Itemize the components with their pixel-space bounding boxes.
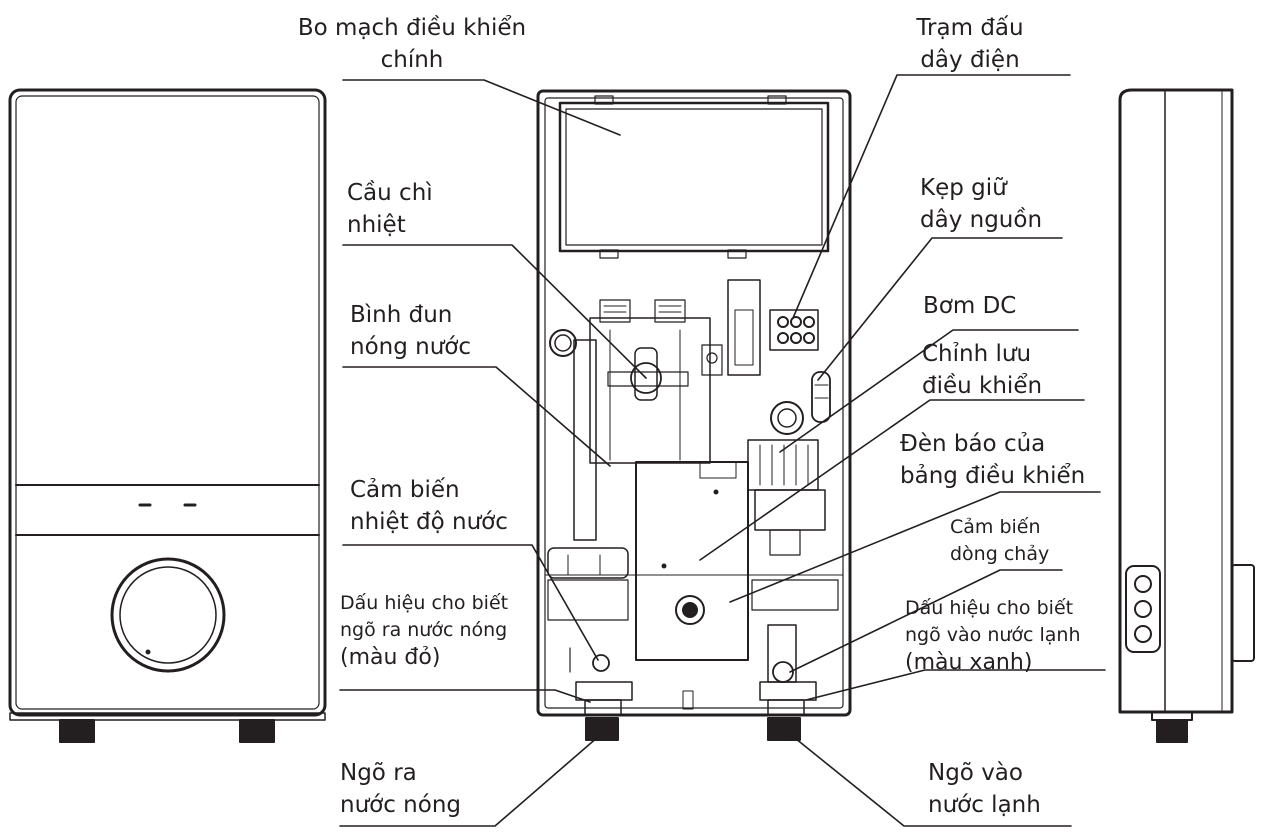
label-line: bảng điều khiển [900, 463, 1086, 489]
label-line: nóng nước [350, 334, 472, 360]
label-line: dòng chảy [950, 543, 1050, 565]
label-line: Bình đun [350, 302, 453, 328]
label-panel-indicator: Đèn báo của bảng điều khiển [900, 428, 1085, 492]
label-line: ngõ ra nước nóng [340, 619, 508, 641]
label-line: Ngõ vào [928, 760, 1023, 786]
label-terminal-block: Trạm đấu dây điện [900, 12, 1040, 76]
label-line: Chỉnh lưu [922, 341, 1032, 367]
label-line: chính [380, 47, 444, 73]
label-line: Đèn báo của [900, 431, 1046, 457]
label-line: Cầu chì [347, 180, 433, 206]
label-water-temp-sensor: Cảm biến nhiệt độ nước [350, 474, 508, 538]
label-line: (màu đỏ) [340, 645, 441, 670]
label-line: Cảm biến [350, 477, 460, 503]
label-dc-pump: Bơm DC [923, 290, 1016, 322]
label-line: Trạm đấu [916, 15, 1024, 41]
label-line: dây điện [920, 47, 1020, 73]
label-hot-outlet-mark: Dấu hiệu cho biết ngõ ra nước nóng (màu … [340, 590, 508, 671]
label-cold-inlet: Ngõ vào nước lạnh [928, 757, 1041, 821]
label-cold-inlet-mark: Dấu hiệu cho biết ngõ vào nước lạnh (màu… [905, 595, 1081, 676]
label-line: nhiệt độ nước [350, 509, 508, 535]
label-cord-clamp: Kẹp giữ dây nguồn [920, 172, 1042, 236]
label-flow-sensor: Cảm biến dòng chảy [950, 514, 1049, 568]
label-line: Kẹp giữ [920, 175, 1007, 201]
label-line: Bo mạch điều khiển [297, 15, 527, 41]
label-line: điều khiển [922, 373, 1043, 399]
label-control-rectifier: Chỉnh lưu điều khiển [922, 338, 1042, 402]
open-view [536, 89, 852, 741]
label-line: Dấu hiệu cho biết [905, 597, 1074, 619]
label-main-board: Bo mạch điều khiển chính [280, 12, 544, 76]
label-line: Ngõ ra [340, 760, 417, 786]
label-thermal-fuse: Cầu chì nhiệt [347, 177, 433, 241]
label-line: nước lạnh [928, 792, 1041, 818]
label-line: ngõ vào nước lạnh [905, 624, 1081, 646]
front-view [8, 88, 327, 743]
label-line: (màu xanh) [905, 650, 1033, 675]
side-view [1118, 88, 1255, 743]
label-line: nhiệt [347, 212, 406, 238]
label-line: nước nóng [340, 792, 462, 818]
leader-lines [339, 74, 1106, 827]
label-heating-tank: Bình đun nóng nước [350, 299, 471, 363]
label-line: Bơm DC [923, 293, 1017, 319]
label-hot-outlet: Ngõ ra nước nóng [340, 757, 461, 821]
label-line: Cảm biến [950, 516, 1041, 538]
label-line: dây nguồn [920, 207, 1043, 233]
label-line: Dấu hiệu cho biết [340, 592, 509, 614]
